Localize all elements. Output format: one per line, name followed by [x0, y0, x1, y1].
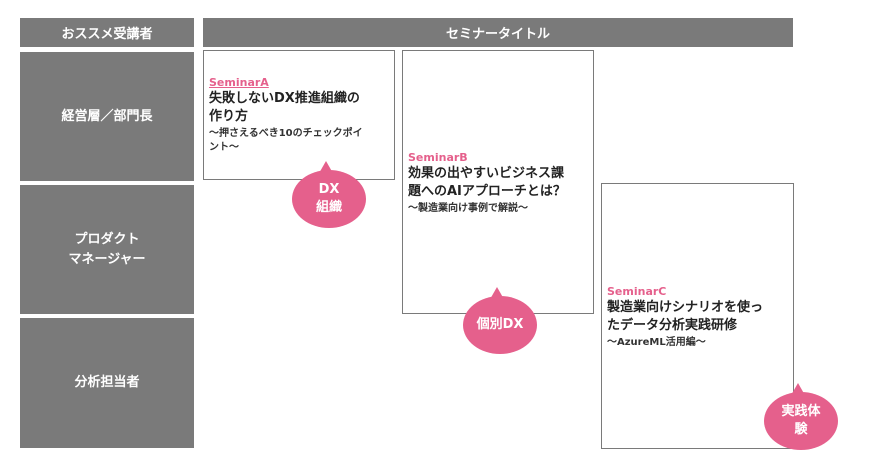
row-product-manager-label-line2: マネージャー	[68, 251, 146, 267]
seminar-title-header: セミナータイトル	[203, 18, 793, 47]
seminar-b-card[interactable]: SeminarB 効果の出やすいビジネス課 題へのAIアプローチとは？ 〜製造業…	[402, 50, 594, 314]
seminar-c-subtitle: 〜AzureML活用編〜	[607, 336, 788, 350]
seminar-a-title: 失敗しないDX推進組織の 作り方	[209, 90, 389, 126]
row-executives-label: 経営層／部門長	[61, 108, 153, 124]
seminar-c-card[interactable]: SeminarC 製造業向けシナリオを使っ たデータ分析実践研修 〜AzureM…	[601, 183, 794, 449]
seminar-b-badge: 個別DX	[463, 287, 537, 354]
seminar-b-title-line1: 効果の出やすいビジネス課	[408, 166, 565, 181]
seminar-a-label[interactable]: SeminarA	[209, 76, 269, 89]
seminar-c-subtitle-line1: 〜AzureML活用編〜	[607, 337, 706, 348]
seminar-a-title-line1: 失敗しないDX推進組織の	[209, 91, 360, 106]
audience-header-label: おススメ受講者	[61, 27, 153, 42]
seminar-b-badge-line1: 個別DX	[476, 317, 524, 332]
seminar-a-subtitle: 〜押さえるべき10のチェックポイ ント〜	[209, 127, 389, 155]
row-product-manager-label-line1: プロダクト	[74, 231, 140, 247]
seminar-a-card[interactable]: SeminarA 失敗しないDX推進組織の 作り方 〜押さえるべき10のチェック…	[203, 50, 395, 180]
seminar-b-title-line2: 題へのAIアプローチとは？	[408, 184, 566, 199]
seminar-a-subtitle-line1: 〜押さえるべき10のチェックポイ	[209, 128, 363, 139]
row-analyst-label: 分析担当者	[74, 375, 140, 390]
seminar-a-subtitle-line2: ント〜	[209, 142, 239, 153]
row-product-manager: プロダクト マネージャー	[20, 185, 194, 314]
seminar-title-header-label: セミナータイトル	[445, 27, 550, 42]
seminar-c-badge: 実践体 験	[764, 383, 838, 450]
seminar-a-badge-line1: DX	[318, 182, 340, 197]
row-analyst: 分析担当者	[20, 318, 194, 448]
seminar-c-title-line1: 製造業向けシナリオを使っ	[607, 300, 764, 315]
seminar-c-label[interactable]: SeminarC	[607, 285, 667, 298]
seminar-b-label[interactable]: SeminarB	[408, 151, 468, 164]
seminar-c-title: 製造業向けシナリオを使っ たデータ分析実践研修	[607, 299, 788, 335]
seminar-c-title-line2: たデータ分析実践研修	[607, 318, 738, 333]
seminar-b-subtitle-line1: 〜製造業向け事例で解説〜	[408, 203, 528, 214]
row-executives: 経営層／部門長	[20, 52, 194, 181]
seminar-b-subtitle: 〜製造業向け事例で解説〜	[408, 202, 588, 216]
audience-header: おススメ受講者	[20, 18, 194, 47]
seminar-c-badge-line1: 実践体	[781, 404, 821, 419]
seminar-b-title: 効果の出やすいビジネス課 題へのAIアプローチとは？	[408, 165, 588, 201]
seminar-c-badge-line2: 験	[794, 422, 808, 437]
seminar-a-badge: DX 組織	[292, 161, 366, 228]
seminar-a-badge-line2: 組織	[315, 200, 342, 215]
seminar-a-title-line2: 作り方	[209, 109, 249, 124]
